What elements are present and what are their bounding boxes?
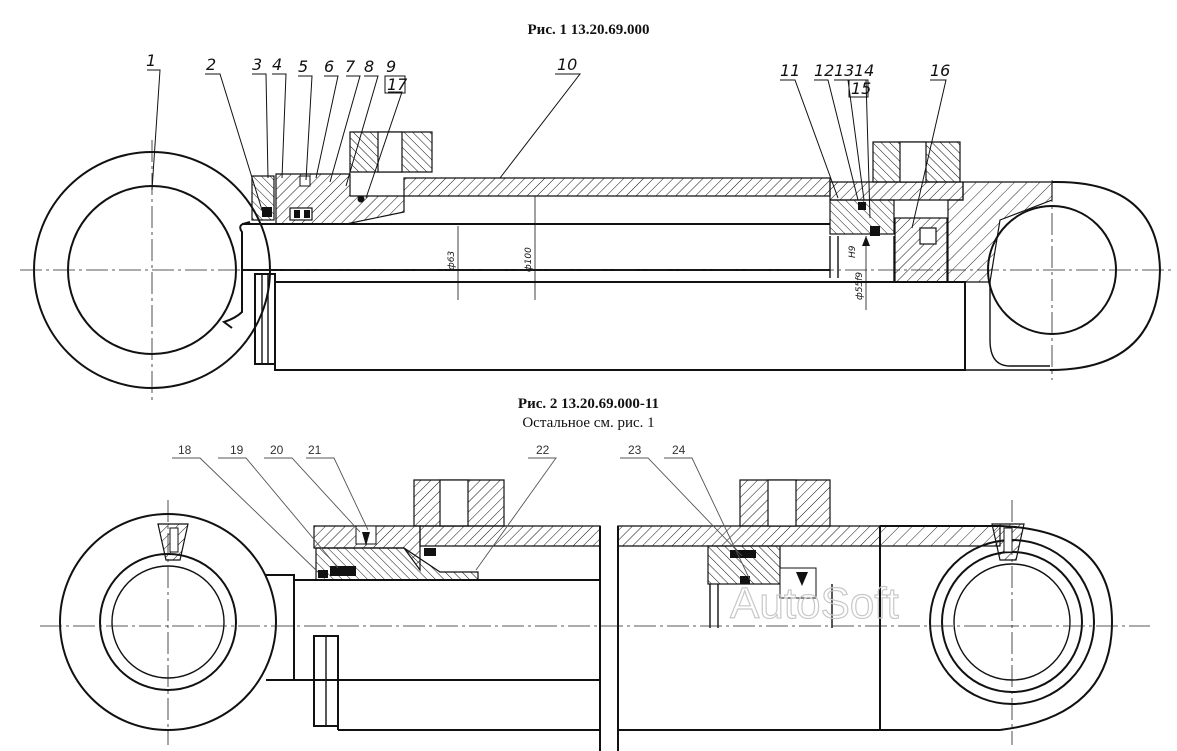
callout-12: 12: [814, 61, 834, 80]
callout-21: 21: [308, 443, 322, 457]
dim-h9: H9: [848, 245, 858, 258]
callout-23: 23: [628, 443, 642, 457]
figure2-caption: Рис. 2 13.20.69.000-11: [517, 396, 660, 412]
callout-19: 19: [230, 443, 244, 457]
callout-20: 20: [270, 443, 284, 457]
callout-7: 7: [345, 57, 356, 76]
callout-11: 11: [780, 61, 800, 80]
callout-3: 3: [252, 55, 262, 74]
figure2-drawing: 18 19 20 21 22 23 24 AutoSoft: [40, 443, 1150, 751]
dim-d100: ф100: [524, 247, 534, 272]
callout-2: 2: [206, 55, 216, 74]
callout-16: 16: [930, 61, 950, 80]
figure1-drawing: ф63 ф100 ф55f9 H9 1 2 3 4 5 6 7 8 9 17 1…: [20, 51, 1172, 400]
figure1-caption: Рис. 1 13.20.69.000: [527, 22, 650, 38]
callout-4: 4: [272, 55, 282, 74]
callout-8: 8: [364, 57, 374, 76]
callout-15: 15: [851, 79, 871, 98]
callout-17: 17: [387, 75, 408, 94]
callout-14: 14: [854, 61, 874, 80]
callout-6: 6: [324, 57, 334, 76]
dim-d55: ф55f9: [855, 272, 865, 300]
watermark: AutoSoft: [730, 579, 899, 628]
callout-9: 9: [386, 57, 396, 76]
callout-5: 5: [298, 57, 308, 76]
callout-24: 24: [672, 443, 686, 457]
dim-d63: ф63: [447, 251, 457, 270]
callout-1: 1: [146, 51, 156, 70]
figure2-subcaption: Остальное см. рис. 1: [522, 415, 655, 431]
callout-22: 22: [536, 443, 550, 457]
callout-13: 13: [834, 61, 854, 80]
callout-10: 10: [557, 55, 577, 74]
callout-18: 18: [178, 443, 192, 457]
